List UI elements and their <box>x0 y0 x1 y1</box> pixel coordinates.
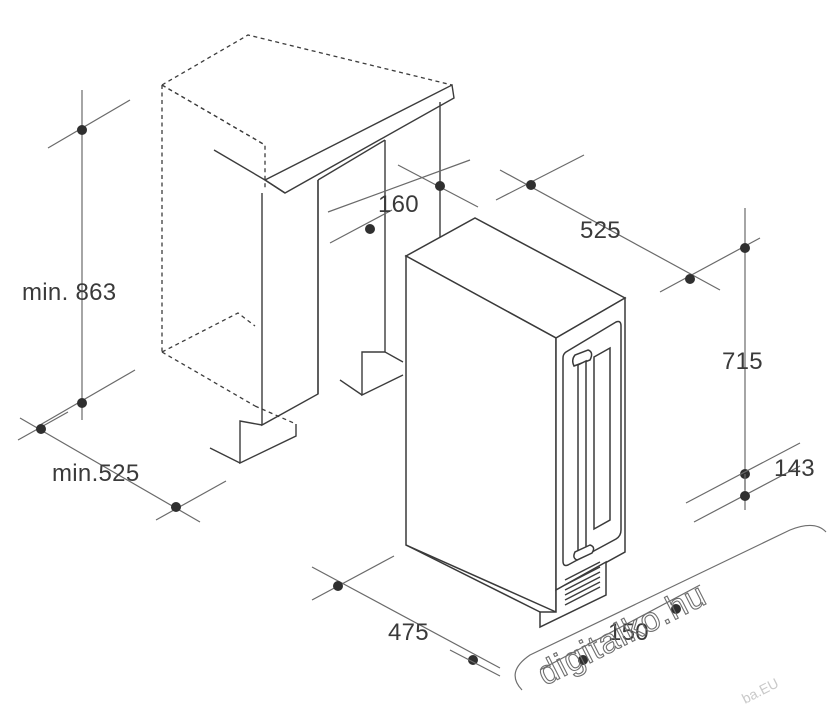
worktop-left-back <box>213 149 266 181</box>
dim-min525-right-tick <box>155 480 227 521</box>
cabinet-dashed-plinth <box>254 405 297 425</box>
dim-525-right-dot <box>685 274 695 284</box>
fridge-base-edge <box>405 544 541 613</box>
right-panel-front <box>384 140 404 363</box>
dim-475-left-dot <box>333 581 343 591</box>
fridge-handle-bottom <box>573 544 595 561</box>
dim-715-top-dot <box>740 243 750 253</box>
ventilation-grille <box>564 561 601 606</box>
dim-150-left-dot <box>578 655 588 665</box>
dim-525-left-tick <box>495 154 585 201</box>
label-525: 525 <box>580 217 621 244</box>
label-min-863: min. 863 <box>22 279 116 306</box>
dim-min525-diagonal <box>19 417 201 523</box>
dim-525-left-dot <box>526 180 536 190</box>
dim-160-lower-dot <box>365 224 375 234</box>
label-160: 160 <box>378 191 419 218</box>
fridge-door-handle <box>571 349 593 367</box>
dim-160-line <box>327 159 471 213</box>
wine-fridge <box>404 217 627 629</box>
dim-475-left-tick <box>311 555 395 601</box>
fridge-plinth <box>539 560 607 629</box>
fridge-glass-panel <box>593 346 611 531</box>
watermark-subtext: ba.EU <box>739 675 781 707</box>
label-150: 150 <box>608 619 649 646</box>
cabinet-dashed-top-back <box>161 34 453 86</box>
dim-143-upper-tick <box>685 442 801 504</box>
dim-150-tick <box>449 649 501 677</box>
label-475: 475 <box>388 619 429 646</box>
dim-min525-right-dot <box>171 502 181 512</box>
dimension-lines <box>17 90 801 677</box>
dim-525-line <box>499 169 721 291</box>
dim-160-lower-tick <box>329 209 393 244</box>
fridge-door-frame <box>562 320 622 567</box>
right-plinth-notch <box>361 351 404 397</box>
label-143: 143 <box>774 455 815 482</box>
dim-150-line <box>539 584 701 671</box>
label-min-525: min.525 <box>52 460 139 487</box>
left-plinth-foot <box>209 447 241 464</box>
worktop-front-edge <box>264 179 286 194</box>
cabinet-dashed-top-left-edge <box>161 84 266 146</box>
watermark-swoosh <box>514 524 827 691</box>
dim-863-top-tick <box>47 99 131 149</box>
right-plinth-foot <box>339 379 363 396</box>
dim-863-bottom-tick <box>39 369 136 426</box>
left-panel-front <box>261 180 319 427</box>
dim-min525-left-dot <box>36 424 46 434</box>
dim-863-bottom-dot <box>77 398 87 408</box>
cabinet-dashed-inner <box>161 84 266 190</box>
fridge-handle-bar <box>577 359 587 555</box>
dim-150-right-dot <box>671 604 681 614</box>
dim-160-upper-dot <box>435 181 445 191</box>
cabinet-dashed-bottom-left <box>161 312 256 353</box>
dim-863-top-dot <box>77 125 87 135</box>
dim-475-right-dot <box>468 655 478 665</box>
left-plinth-notch <box>239 420 297 465</box>
label-715: 715 <box>722 348 763 375</box>
dim-143-lower-dot <box>740 491 750 501</box>
left-panel-back-edge <box>317 139 386 181</box>
cabinet-dashed-bottom-front <box>161 351 256 407</box>
dimension-labels: min. 863 min.525 160 525 715 143 475 150 <box>22 191 815 646</box>
